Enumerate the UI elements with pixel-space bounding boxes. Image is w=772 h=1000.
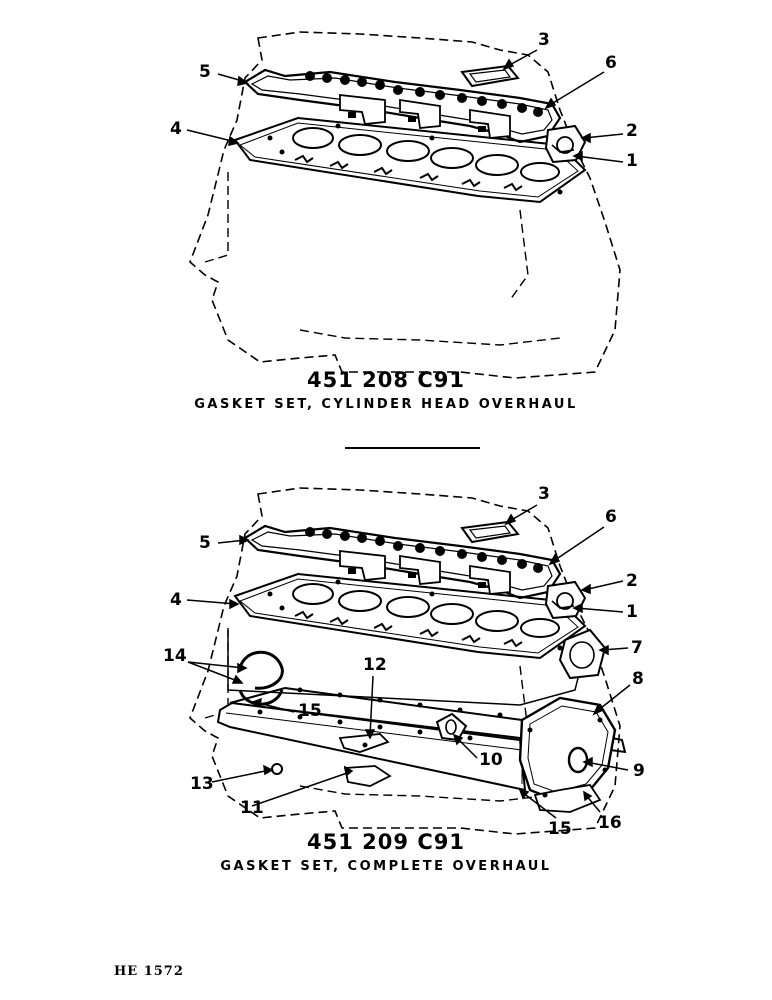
bottom-callout-9: 9	[633, 761, 645, 781]
bottom-callout-11: 11	[240, 798, 264, 818]
bottom-callout-1: 1	[626, 602, 638, 622]
bottom-callout-6: 6	[605, 507, 617, 527]
top-callout-2: 2	[626, 121, 638, 141]
top-callout-1: 1	[626, 151, 638, 171]
top-callout-6: 6	[605, 53, 617, 73]
bottom-callout-8: 8	[632, 669, 644, 689]
bottom-callout-12: 12	[363, 655, 387, 675]
bottom-caption: GASKET SET, COMPLETE OVERHAUL	[220, 859, 552, 874]
bottom-callout-14: 14	[163, 646, 187, 666]
bottom-callout-2: 2	[626, 571, 638, 591]
bottom-callout-4: 4	[170, 590, 182, 610]
top-callout-3: 3	[538, 30, 550, 50]
bottom-callout-10: 10	[479, 750, 503, 770]
section-divider	[345, 447, 480, 449]
top-leader-lines	[186, 49, 624, 163]
bottom-lower-gaskets	[216, 628, 627, 813]
top-callout-4: 4	[170, 119, 182, 139]
bottom-callout-7: 7	[631, 638, 643, 658]
bottom-callout-16: 16	[598, 813, 622, 833]
bottom-callout-13: 13	[190, 774, 214, 794]
bottom-bolt-holes	[257, 687, 608, 798]
top-callout-5: 5	[199, 62, 211, 82]
footer-code: HE 1572	[114, 964, 184, 979]
top-part-number: 451 208 C91	[307, 368, 465, 392]
bottom-callout-5: 5	[199, 533, 211, 553]
bottom-part-number: 451 209 C91	[307, 830, 465, 854]
bottom-callout-15-left: 15	[298, 701, 322, 721]
bottom-callout-15-right: 15	[548, 819, 572, 839]
bottom-leader-lines	[186, 504, 631, 819]
bottom-callout-3: 3	[538, 484, 550, 504]
top-caption: GASKET SET, CYLINDER HEAD OVERHAUL	[194, 397, 578, 412]
